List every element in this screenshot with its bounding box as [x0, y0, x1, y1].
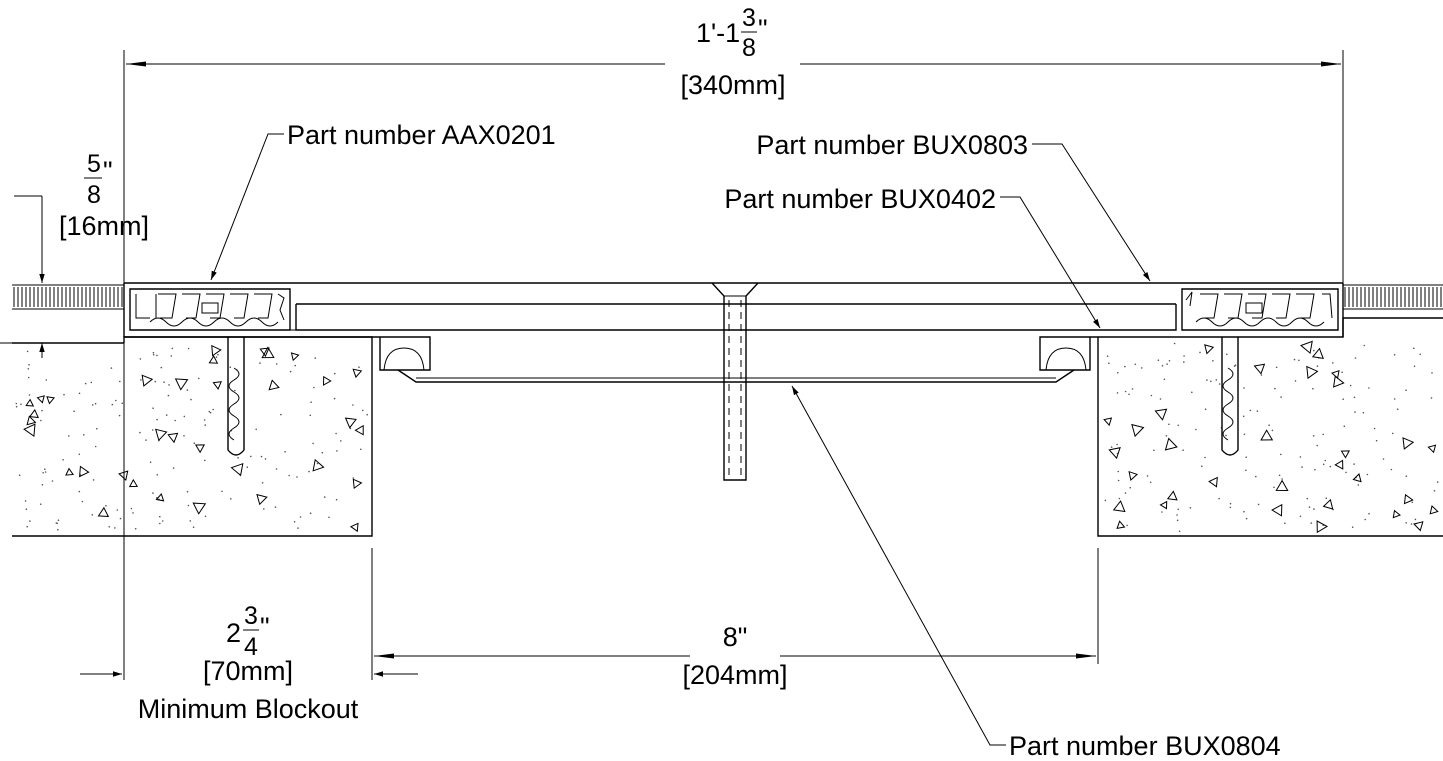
blockout-numerator: 3 — [244, 602, 258, 630]
callout-bux0402-label: Part number BUX0402 — [724, 184, 996, 214]
right-support-bracket — [1039, 336, 1098, 371]
depth-dimension: 5 8 " [16mm] — [0, 150, 149, 358]
blockout-metric: [70mm] — [203, 656, 293, 686]
depth-metric: [16mm] — [59, 211, 149, 241]
left-support-bracket — [372, 336, 431, 371]
cover-plate-assembly — [123, 282, 1344, 481]
callout-bux0804: Part number BUX0804 — [791, 385, 1281, 761]
overall-width-unit: " — [758, 14, 768, 44]
depth-denominator: 8 — [87, 181, 101, 209]
left-anchor — [227, 337, 245, 456]
gap-value: 8" — [723, 622, 748, 652]
right-seal-profile-bux0803 — [1185, 291, 1333, 327]
right-concrete-slab — [1097, 317, 1443, 537]
blockout-caption: Minimum Blockout — [138, 694, 359, 724]
overall-width-metric: [340mm] — [680, 70, 785, 100]
blockout-dimension: 2 3 4 " [70mm] Minimum Blockout — [80, 343, 418, 724]
callout-aax0201-label: Part number AAX0201 — [287, 120, 556, 150]
gap-dimension: 8" [204mm] — [374, 548, 1099, 690]
overall-width-denominator: 8 — [742, 34, 756, 62]
callout-aax0201: Part number AAX0201 — [210, 120, 556, 281]
overall-width-numerator: 3 — [742, 4, 756, 32]
depth-unit: " — [103, 156, 113, 186]
center-pin — [711, 282, 759, 481]
left-concrete-slab — [12, 336, 373, 537]
overall-width-whole: 1'-1 — [696, 18, 740, 48]
right-floor-finish — [1343, 284, 1443, 310]
left-seal-profile-aax0201 — [135, 293, 285, 327]
left-floor-finish — [12, 284, 124, 310]
blockout-whole: 2 — [226, 618, 241, 648]
gap-metric: [204mm] — [682, 660, 787, 690]
callout-bux0402: Part number BUX0402 — [724, 184, 1101, 329]
right-anchor — [1221, 337, 1239, 456]
callout-bux0803-label: Part number BUX0803 — [756, 130, 1028, 160]
callout-bux0803: Part number BUX0803 — [756, 130, 1151, 282]
blockout-unit: " — [260, 612, 270, 642]
bottom-pan-bux0804 — [397, 369, 1075, 383]
blockout-denominator: 4 — [244, 633, 258, 661]
callout-bux0804-label: Part number BUX0804 — [1009, 731, 1281, 761]
overall-width-dimension: 1'-1 3 8 " [340mm] — [123, 4, 1344, 283]
depth-numerator: 5 — [87, 150, 101, 178]
